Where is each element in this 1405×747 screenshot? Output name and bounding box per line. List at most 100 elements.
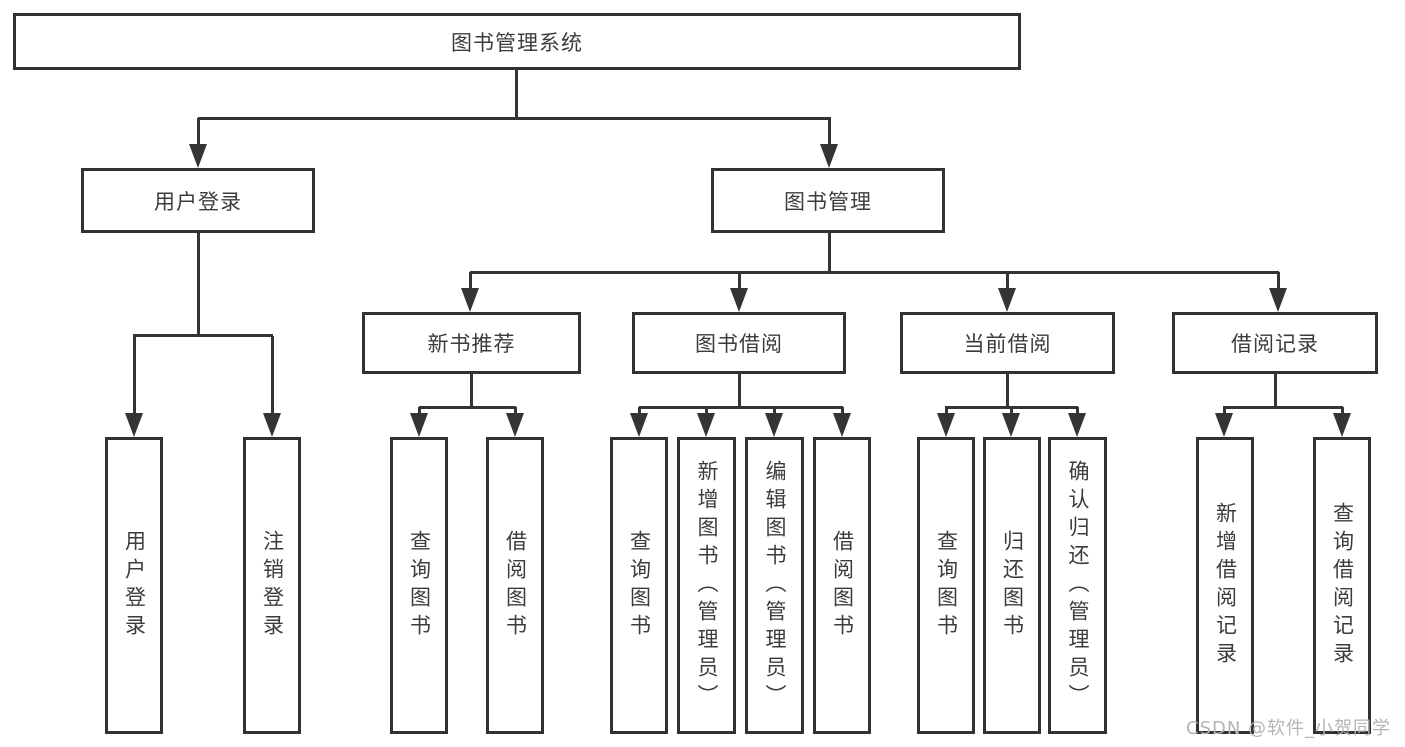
arrow-shaft	[704, 407, 708, 413]
arrow-to-book-management	[820, 118, 838, 168]
node-root-library-system: 图书管理系统	[13, 13, 1021, 70]
leaf-borrow-books-2: 借阅图书	[813, 437, 871, 734]
leaf-borrow-books-1: 借阅图书	[486, 437, 544, 734]
leaf-add-books-admin-label: 新增图书（管理员）	[695, 459, 719, 712]
arrow-down-icon	[730, 288, 748, 312]
arrow-to-user-login	[189, 118, 207, 168]
arrow-to-leaf-query-books-1	[410, 407, 428, 437]
node-new-book-recommend: 新书推荐	[362, 312, 581, 374]
arrow-shaft	[827, 118, 831, 144]
arrow-to-leaf-add-borrow-record	[1215, 407, 1233, 437]
arrow-down-icon	[833, 413, 851, 437]
arrow-to-borrow-records	[1269, 272, 1287, 312]
arrow-to-leaf-confirm-return	[1068, 407, 1086, 437]
leaf-query-borrow-record: 查询借阅记录	[1313, 437, 1371, 734]
arrow-shaft	[1005, 272, 1009, 288]
arrow-to-book-borrow	[730, 272, 748, 312]
arrow-down-icon	[1269, 288, 1287, 312]
connector-level1-horizontal	[198, 117, 831, 120]
arrow-down-icon	[998, 288, 1016, 312]
connector-new-book-stem	[470, 374, 473, 409]
node-borrow-records: 借阅记录	[1172, 312, 1378, 374]
connector-borrow-records-horizontal	[1223, 406, 1343, 409]
leaf-return-books-label: 归还图书	[1000, 529, 1025, 642]
leaf-logout: 注销登录	[243, 437, 301, 734]
connector-user-login-stem	[197, 233, 200, 337]
arrow-shaft	[1075, 407, 1079, 413]
arrow-shaft	[1009, 407, 1013, 413]
arrow-down-icon	[1002, 413, 1020, 437]
arrow-shaft	[737, 272, 741, 288]
leaf-add-books-admin: 新增图书（管理员）	[677, 437, 736, 734]
arrow-shaft	[772, 407, 776, 413]
arrow-to-leaf-borrow-books-1	[506, 407, 524, 437]
arrow-shaft	[468, 272, 472, 288]
arrow-shaft	[944, 407, 948, 413]
leaf-query-books-2: 查询图书	[610, 437, 668, 734]
arrow-to-leaf-logout	[263, 336, 281, 437]
arrow-down-icon	[1333, 413, 1351, 437]
arrow-shaft	[196, 118, 200, 144]
arrow-to-current-borrow	[998, 272, 1016, 312]
leaf-query-books-3: 查询图书	[917, 437, 975, 734]
arrow-down-icon	[630, 413, 648, 437]
leaf-query-books-2-label: 查询图书	[627, 529, 652, 642]
leaf-query-books-1: 查询图书	[390, 437, 448, 734]
arrow-to-leaf-edit-books	[765, 407, 783, 437]
arrow-shaft	[513, 407, 517, 413]
node-root-label: 图书管理系统	[451, 30, 583, 55]
leaf-query-borrow-record-label: 查询借阅记录	[1330, 501, 1355, 670]
arrow-down-icon	[765, 413, 783, 437]
arrow-to-leaf-query-books-2	[630, 407, 648, 437]
leaf-confirm-return-admin-label: 确认归还（管理员）	[1066, 459, 1090, 712]
leaf-user-login-label: 用户登录	[122, 529, 147, 642]
arrow-to-leaf-return-books	[1002, 407, 1020, 437]
leaf-add-borrow-record-label: 新增借阅记录	[1213, 501, 1238, 670]
arrow-shaft	[637, 407, 641, 413]
leaf-user-login: 用户登录	[105, 437, 163, 734]
node-book-management-label: 图书管理	[784, 189, 872, 214]
arrow-down-icon	[1068, 413, 1086, 437]
arrow-shaft	[270, 336, 274, 413]
node-user-login-label: 用户登录	[154, 189, 242, 214]
connector-book-management-stem	[828, 233, 831, 274]
node-book-borrow: 图书借阅	[632, 312, 846, 374]
arrow-shaft	[1340, 407, 1344, 413]
arrow-shaft	[1276, 272, 1280, 288]
connector-new-book-horizontal	[419, 406, 516, 409]
connector-book-borrow-horizontal	[639, 406, 843, 409]
leaf-borrow-books-2-label: 借阅图书	[830, 529, 855, 642]
leaf-query-books-3-label: 查询图书	[934, 529, 959, 642]
leaf-borrow-books-1-label: 借阅图书	[503, 529, 528, 642]
csdn-watermark: CSDN @软件_小贺同学	[1186, 718, 1392, 739]
node-current-borrow-label: 当前借阅	[963, 332, 1052, 356]
leaf-query-books-1-label: 查询图书	[407, 529, 432, 642]
node-borrow-records-label: 借阅记录	[1231, 332, 1319, 356]
arrow-shaft	[1222, 407, 1226, 413]
arrow-to-leaf-add-books	[697, 407, 715, 437]
node-book-management: 图书管理	[711, 168, 945, 233]
arrow-down-icon	[937, 413, 955, 437]
connector-user-login-horizontal	[133, 334, 273, 337]
leaf-logout-label: 注销登录	[260, 529, 285, 642]
leaf-return-books: 归还图书	[983, 437, 1041, 734]
node-user-login: 用户登录	[81, 168, 315, 233]
leaf-edit-books-admin-label: 编辑图书（管理员）	[763, 459, 787, 712]
arrow-to-leaf-user-login	[125, 336, 143, 437]
leaf-edit-books-admin: 编辑图书（管理员）	[745, 437, 804, 734]
connector-borrow-records-stem	[1274, 374, 1277, 409]
node-current-borrow: 当前借阅	[900, 312, 1115, 374]
leaf-add-borrow-record: 新增借阅记录	[1196, 437, 1254, 734]
arrow-down-icon	[263, 413, 281, 437]
arrow-shaft	[417, 407, 421, 413]
arrow-down-icon	[820, 144, 838, 168]
arrow-to-leaf-query-books-3	[937, 407, 955, 437]
node-new-book-recommend-label: 新书推荐	[427, 332, 516, 356]
arrow-down-icon	[125, 413, 143, 437]
arrow-down-icon	[410, 413, 428, 437]
arrow-down-icon	[697, 413, 715, 437]
connector-level3-horizontal	[470, 271, 1279, 274]
arrow-to-leaf-query-borrow-record	[1333, 407, 1351, 437]
arrow-down-icon	[189, 144, 207, 168]
